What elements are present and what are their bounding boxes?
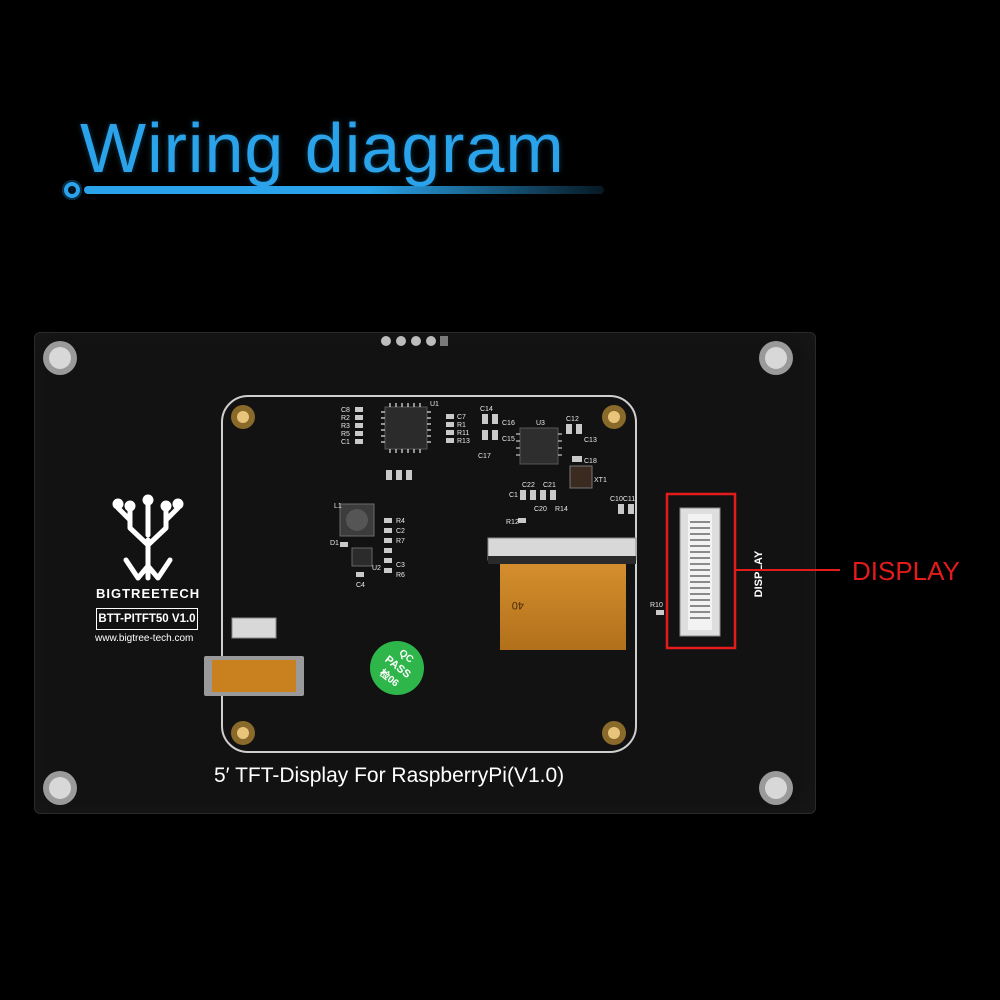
label-u2: U2 [372, 565, 381, 572]
label-c8: C8 [341, 407, 350, 414]
label-c18: C18 [584, 458, 597, 465]
label-c7: C7 [457, 414, 466, 421]
label-c4: C4 [356, 582, 365, 589]
label-c15: C15 [502, 436, 515, 443]
bigtreetech-logo-icon [112, 494, 184, 581]
label-l1: L1 [334, 503, 342, 510]
label-r10: R10 [650, 602, 663, 609]
label-c21: C21 [543, 482, 556, 489]
label-u1: U1 [430, 401, 439, 408]
mounting-hole-icon [43, 341, 793, 805]
website-url: www.bigtree-tech.com [95, 633, 194, 644]
board-caption: 5′ TFT-Display For RaspberryPi(V1.0) [214, 764, 565, 787]
header-pins [381, 336, 448, 346]
component-labels: C8 R2 R3 R5 C1 U1 C7 R1 R11 R13 C14 C16 … [330, 401, 663, 609]
qc-pass-stamp: QC PASS 检06 [370, 641, 424, 695]
label-c1: C1 [341, 439, 350, 446]
label-xt1: XT1 [594, 477, 607, 484]
label-r6: R6 [396, 572, 405, 579]
label-c13: C13 [584, 437, 597, 444]
label-r5: R5 [341, 431, 350, 438]
label-d1: D1 [330, 540, 339, 547]
label-r7: R7 [396, 538, 405, 545]
label-c22: C22 [522, 482, 535, 489]
ic-u1 [381, 403, 431, 453]
inductor-l1 [339, 503, 375, 537]
label-c20: C20 [534, 506, 547, 513]
ribbon-marking: 40 [512, 599, 524, 611]
crystal-xt1 [569, 465, 593, 489]
fpc-connector-left [204, 617, 304, 696]
ic-u2 [351, 547, 373, 567]
silkscreen-outline [221, 395, 637, 753]
display-connector: DISPLAY [679, 507, 765, 637]
label-c10c11: C10C11 [610, 496, 635, 503]
label-r11: R11 [457, 430, 469, 437]
smd-passives [340, 407, 664, 615]
model-badge: BTT-PITFT50 V1.0 [96, 608, 198, 630]
label-c14: C14 [480, 406, 493, 413]
brass-standoff-icon [231, 405, 626, 745]
display-silkscreen: DISPLAY [753, 550, 765, 597]
label-c3: C3 [396, 562, 405, 569]
brand-name: BIGTREETECH [96, 586, 201, 601]
label-u3: U3 [536, 420, 545, 427]
display-callout-label: DISPLAY [852, 556, 960, 586]
label-r14: R14 [555, 506, 568, 513]
page-title: Wiring diagram [80, 109, 565, 187]
label-c17: C17 [478, 453, 491, 460]
label-c1b: C1 [509, 492, 518, 499]
title-underline [84, 186, 604, 194]
ic-u3 [516, 427, 562, 465]
label-c2: C2 [396, 528, 405, 535]
label-r3: R3 [341, 423, 350, 430]
label-r4: R4 [396, 518, 405, 525]
title-bullet-icon [62, 180, 82, 200]
label-r2: R2 [341, 415, 350, 422]
label-c16: C16 [502, 420, 515, 427]
label-r13: R13 [457, 438, 470, 445]
label-r12: R12 [506, 519, 519, 526]
ribbon-cable: 40 [487, 537, 637, 650]
label-c12: C12 [566, 416, 579, 423]
label-r1: R1 [457, 422, 466, 429]
